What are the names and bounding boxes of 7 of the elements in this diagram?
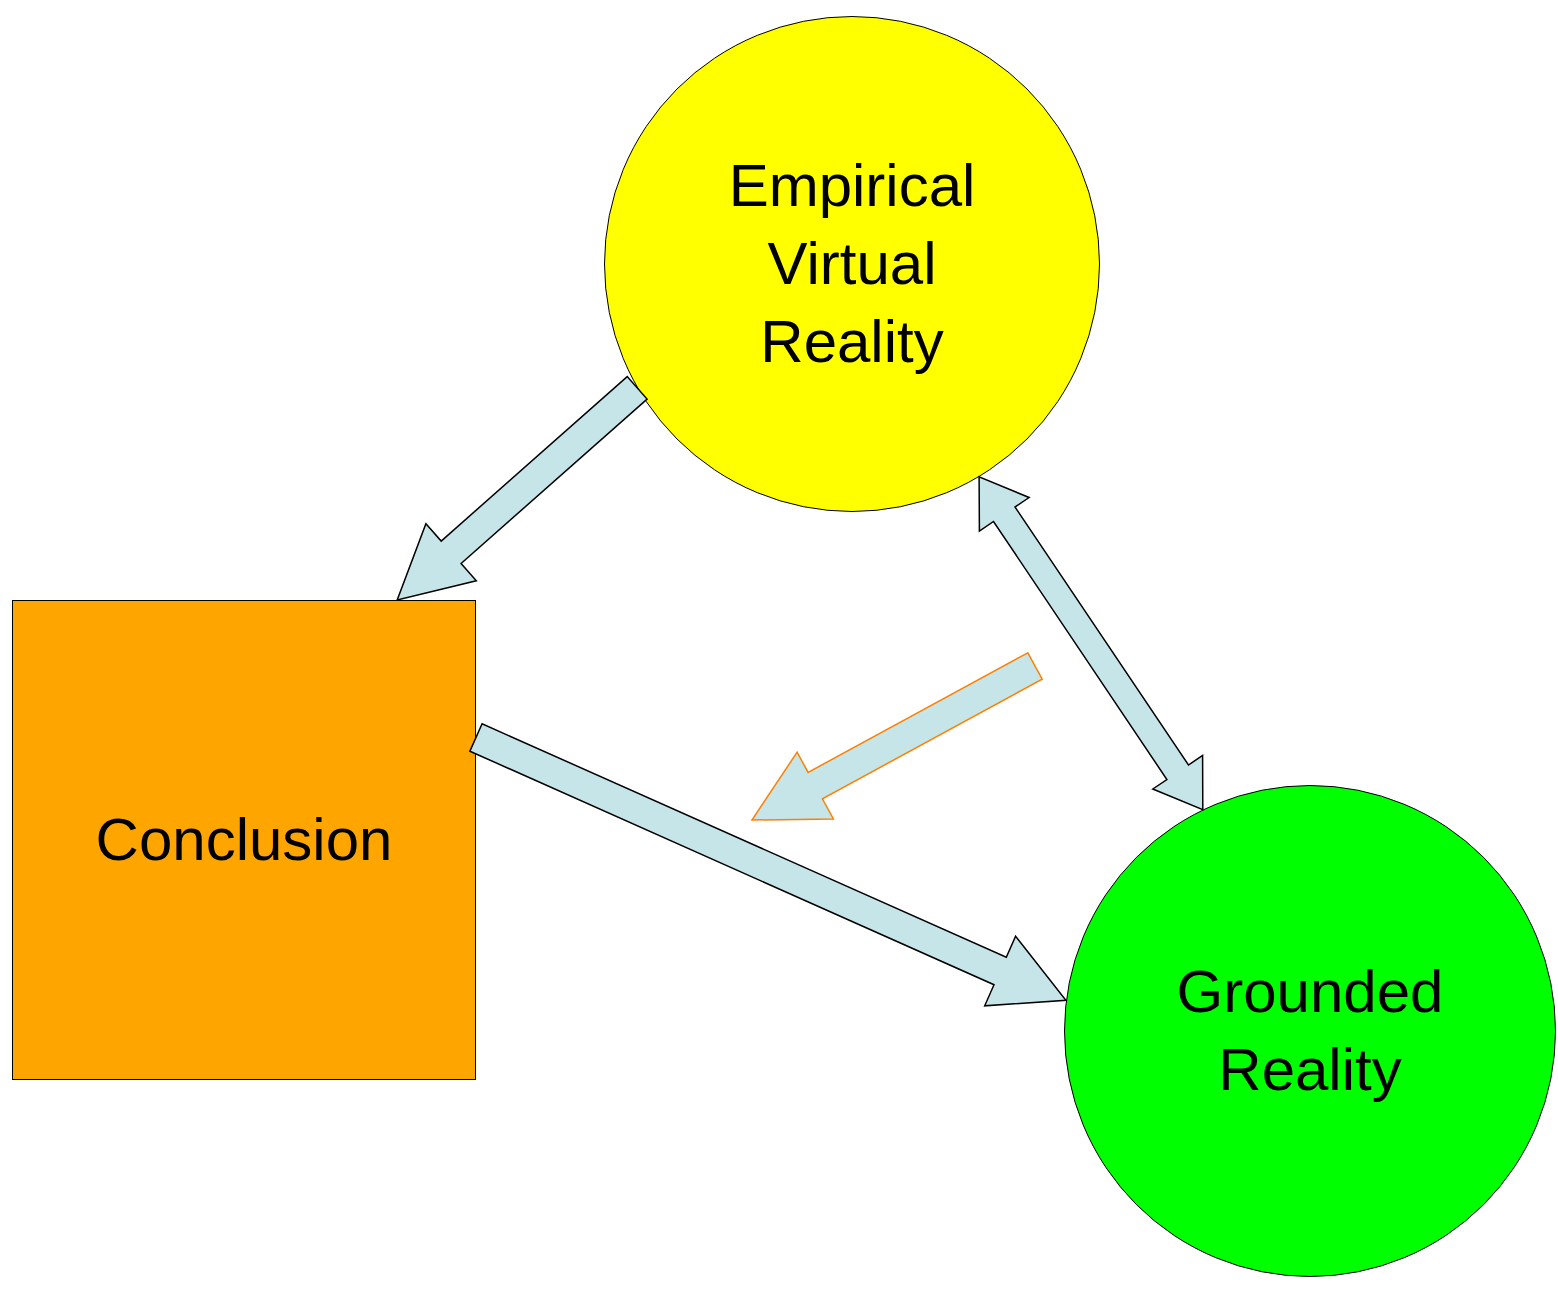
process-box <box>12 600 476 1080</box>
block-arrow <box>468 722 1068 1007</box>
node-label: Conclusion <box>95 805 393 875</box>
node-label: Empirical Virtual Reality <box>727 151 977 377</box>
block-arrow <box>978 475 1204 811</box>
block-arrow <box>396 375 649 602</box>
node-label: Grounded Reality <box>1175 957 1445 1105</box>
